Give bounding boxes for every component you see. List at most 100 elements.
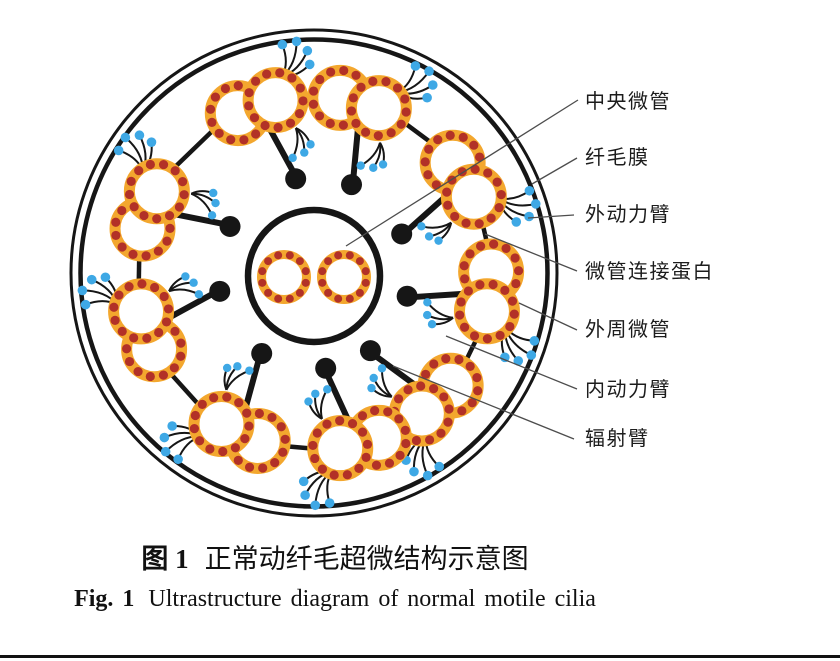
tubulin-dot (214, 128, 224, 138)
tubulin-dot (205, 444, 215, 454)
tubulin-dot (361, 452, 371, 463)
caption-cn-fig-label: 图 1 (141, 544, 189, 574)
tubulin-dot (334, 251, 343, 260)
radial-spoke (323, 369, 351, 423)
tubulin-dot (117, 326, 127, 337)
tubulin-dot (244, 88, 254, 98)
dynein-arm-tip (306, 140, 315, 149)
dynein-arm-tip (511, 217, 522, 227)
tubulin-dot (354, 463, 364, 473)
tubulin-dot (507, 296, 518, 306)
radial-spoke (402, 195, 447, 236)
tubulin-dot (244, 101, 254, 111)
tubulin-dot (455, 310, 465, 320)
tubulin-dot (459, 261, 469, 271)
tubulin-dot (345, 251, 354, 260)
tubulin-dot (495, 330, 505, 341)
tubulin-dot (373, 131, 383, 141)
tubulin-dot (322, 419, 332, 429)
tubulin-dot (315, 74, 325, 85)
tubulin-dot (258, 267, 267, 276)
tubulin-dot (318, 267, 327, 276)
tubulin-dot (128, 249, 138, 260)
dynein-arm-tip (409, 466, 419, 477)
tubulin-dot (476, 241, 486, 251)
dynein-arm-tip (189, 278, 198, 287)
tubulin-dot (342, 470, 352, 480)
tubulin-dot (137, 279, 147, 289)
tubulin-dot (421, 369, 431, 379)
dynein-arm-tip (423, 310, 432, 320)
dynein-arm-tip (367, 383, 376, 393)
tubulin-dot (190, 410, 200, 421)
tubulin-dot (197, 399, 207, 409)
tubulin-dot (395, 450, 405, 460)
tubulin-dot (439, 392, 449, 402)
dynein-arm-tip (300, 148, 309, 157)
tubulin-dot (483, 168, 493, 178)
tubulin-dot (152, 214, 162, 224)
tubulin-dot (153, 246, 163, 256)
tubulin-dot (176, 338, 186, 348)
caption-en-title: Ultrastructure diagram of normal motile … (148, 586, 596, 612)
tubulin-dot (295, 257, 304, 266)
tubulin-dot (339, 65, 349, 76)
tubulin-dot (334, 294, 343, 303)
dynein-arm-tip (194, 290, 204, 299)
tubulin-dot (174, 202, 185, 212)
dynein-arm-tip (173, 454, 183, 465)
dynein-arm-tip (146, 137, 157, 147)
tubulin-dot (141, 251, 151, 261)
tubulin-dot (443, 417, 453, 427)
tubulin-dot (209, 393, 219, 403)
dynein-arm-tip (356, 161, 365, 170)
tubulin-dot (460, 274, 470, 284)
dynein-arm-tip (211, 198, 220, 208)
central-microtubule-ring (257, 250, 311, 304)
tubulin-dot (450, 211, 460, 222)
tubulin-dot (381, 77, 391, 87)
dynein-arm-tip (77, 285, 88, 296)
tubulin-dot (226, 135, 236, 145)
tubulin-dot (273, 122, 283, 133)
label-peripheral-microtubule: 外周微管 (585, 319, 671, 341)
tubulin-dot (301, 278, 310, 287)
dynein-arm-tip (500, 352, 510, 363)
tubulin-dot (514, 266, 524, 276)
radial-spoke-head (251, 343, 273, 365)
tubulin-dot (179, 190, 189, 200)
dynein-arm-tip (323, 385, 332, 394)
tubulin-dot (210, 92, 221, 102)
tubulin-dot (416, 381, 426, 391)
tubulin-dot (264, 288, 273, 297)
tubulin-dot (465, 361, 475, 371)
tubulin-dot (505, 321, 515, 332)
label-nexin-link: 微管连接蛋白 (585, 261, 714, 283)
dynein-arm-tip (233, 362, 242, 371)
tubulin-dot (371, 460, 382, 470)
tubulin-dot (314, 111, 325, 121)
dynein-arm-tip (160, 446, 171, 457)
tubulin-dot (205, 104, 216, 114)
tubulin-dot (429, 359, 439, 369)
label-pointer-line-peripheral-microtubule (518, 302, 578, 331)
tubulin-dot (325, 118, 335, 129)
tubulin-dot (308, 86, 319, 96)
label-central-microtubule: 中央微管 (585, 91, 671, 113)
tubulin-dot (159, 291, 169, 302)
dynein-arm-tip (245, 366, 254, 375)
dynein-arm-tip (369, 373, 378, 383)
tubulin-dot (392, 83, 403, 93)
tubulin-dot (233, 81, 243, 91)
dynein-arm-tip (324, 498, 335, 508)
caption-cn-title: 正常动纤毛超微结构示意图 (204, 544, 529, 574)
tubulin-dot (240, 433, 250, 444)
tubulin-dot (469, 331, 480, 341)
dynein-arm-tip (159, 432, 170, 443)
tubulin-dot (111, 217, 121, 227)
tubulin-dot (346, 106, 357, 116)
tubulin-dot (458, 132, 468, 142)
radial-spoke-head (396, 285, 418, 307)
tubulin-dot (301, 267, 310, 276)
label-outer-dynein-arm: 外动力臂 (585, 204, 671, 226)
